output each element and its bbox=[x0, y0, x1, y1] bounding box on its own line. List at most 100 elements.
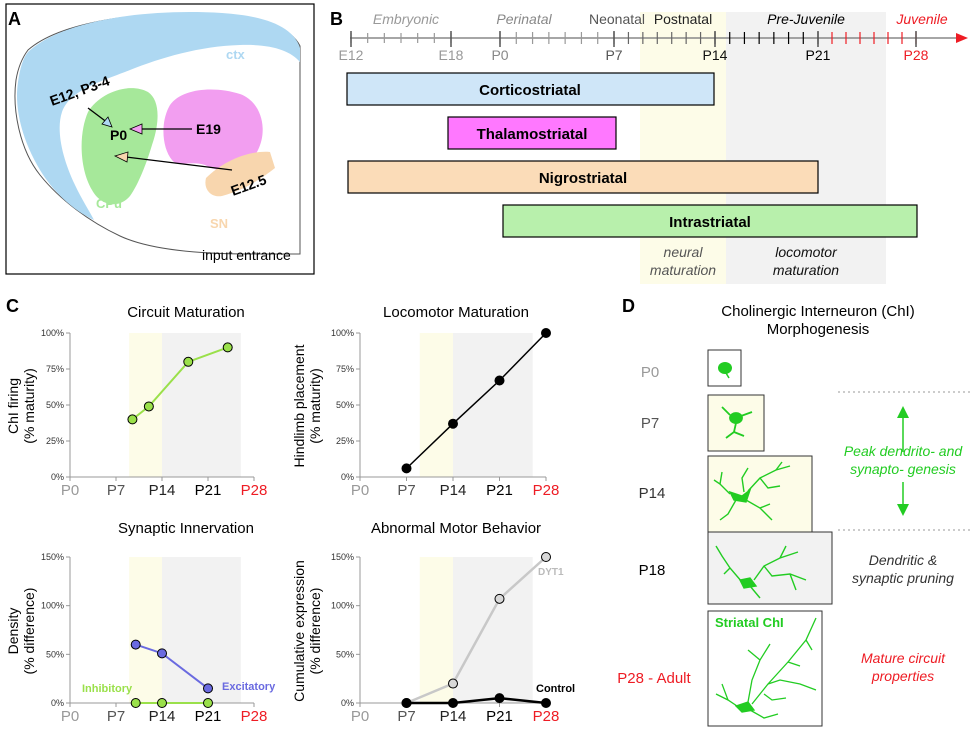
data-point bbox=[130, 639, 141, 650]
pruning-text-1: Dendritic & bbox=[869, 552, 937, 568]
ctx-region bbox=[16, 12, 301, 221]
y-tick-label: 50% bbox=[336, 400, 354, 410]
neuron-p0 bbox=[718, 362, 732, 379]
neural-maturation-1: neural bbox=[664, 244, 704, 260]
tick-p28: P28 bbox=[904, 47, 929, 63]
series-line bbox=[406, 556, 547, 705]
neuron-box-p14 bbox=[707, 455, 813, 539]
data-point bbox=[157, 698, 167, 708]
bar-thalamostriatal bbox=[447, 116, 617, 150]
cpu-label: CPu bbox=[96, 196, 122, 211]
data-point bbox=[448, 678, 458, 689]
prejuvenile-band bbox=[162, 557, 241, 703]
synaptic-title: Synaptic Innervation bbox=[118, 520, 254, 537]
series-line bbox=[405, 332, 547, 469]
series-line bbox=[131, 346, 229, 421]
y-tick-label: 100% bbox=[41, 601, 64, 611]
panel-a: A ctx Th CPu SN E12, P3-4 P0 E19 E12.5 i… bbox=[5, 3, 315, 275]
sn-region bbox=[205, 151, 275, 197]
data-point bbox=[494, 593, 505, 604]
period-embryonic: Embryonic bbox=[373, 11, 439, 27]
data-point bbox=[130, 698, 141, 708]
data-point bbox=[541, 552, 551, 562]
striatal-chi-label: Striatal ChI bbox=[715, 615, 784, 630]
y-tick-label: 0% bbox=[341, 698, 354, 708]
excitatory-label: Excitatory bbox=[222, 681, 276, 693]
data-point bbox=[203, 683, 213, 694]
panel-d-letter: D bbox=[622, 296, 635, 316]
x-tick-label: P7 bbox=[107, 708, 125, 725]
prejuvenile-band bbox=[453, 333, 533, 477]
neural-maturation-2: maturation bbox=[650, 262, 716, 278]
tick-e18: E18 bbox=[439, 47, 464, 63]
panel-b: B Embryonic Perinatal Neonatal Postnatal… bbox=[330, 9, 968, 284]
postnatal-band bbox=[419, 557, 453, 703]
period-juvenile: Juvenile bbox=[895, 11, 948, 27]
period-neonatal: Neonatal bbox=[589, 11, 645, 27]
x-tick-label: P21 bbox=[486, 708, 513, 725]
x-tick-label: P14 bbox=[149, 482, 176, 499]
panel-a-letter: A bbox=[8, 9, 21, 29]
bar-intrastriatal-label: Intrastriatal bbox=[669, 214, 751, 231]
x-tick-label: P28 bbox=[533, 482, 560, 499]
y-tick-label: 50% bbox=[336, 649, 354, 659]
x-tick-label: P14 bbox=[440, 708, 467, 725]
label-p0: P0 bbox=[110, 127, 127, 143]
y-tick-label: 75% bbox=[336, 364, 354, 374]
peak-text-2: synapto- genesis bbox=[850, 461, 956, 477]
y-tick-label: 0% bbox=[51, 472, 64, 482]
data-point bbox=[494, 693, 505, 704]
y-tick-label: 100% bbox=[331, 601, 354, 611]
tick-p21: P21 bbox=[806, 47, 831, 63]
dyt1-label: DYT1 bbox=[538, 567, 564, 578]
input-entrance-caption: input entrance bbox=[202, 247, 291, 263]
timeline-arrowhead bbox=[956, 33, 968, 43]
x-tick-label: P21 bbox=[195, 482, 222, 499]
locomotor-ylabel-2: (% maturity) bbox=[307, 368, 323, 443]
data-point bbox=[401, 463, 412, 474]
arrow-e19-head bbox=[128, 123, 143, 135]
neuron-p18 bbox=[715, 545, 807, 599]
pruning-text-2: synaptic pruning bbox=[852, 570, 954, 586]
panel-d-title-1: Cholinergic Interneuron (ChI) bbox=[721, 303, 914, 320]
arrow-e125 bbox=[125, 156, 233, 171]
x-tick-label: P0 bbox=[61, 482, 79, 499]
bar-intrastriatal bbox=[502, 204, 918, 238]
x-tick-label: P7 bbox=[397, 482, 415, 499]
locomotor-maturation-1: locomotor bbox=[775, 244, 838, 260]
y-tick-label: 50% bbox=[46, 400, 64, 410]
tick-e12: E12 bbox=[339, 47, 364, 63]
x-tick-label: P0 bbox=[61, 708, 79, 725]
x-tick-label: P7 bbox=[397, 708, 415, 725]
inhibitory-label: Inhibitory bbox=[82, 683, 133, 695]
period-prejuvenile: Pre-Juvenile bbox=[767, 11, 845, 27]
neuron-p7 bbox=[721, 406, 753, 439]
tick-p14: P14 bbox=[703, 47, 728, 63]
th-label: Th bbox=[198, 108, 215, 124]
neuron-p14 bbox=[713, 461, 791, 521]
label-e19: E19 bbox=[196, 121, 221, 137]
sn-label: SN bbox=[210, 216, 228, 231]
data-point bbox=[143, 401, 154, 412]
x-tick-label: P14 bbox=[149, 708, 176, 725]
y-tick-label: 150% bbox=[331, 552, 354, 562]
y-tick-label: 50% bbox=[46, 649, 64, 659]
prejuvenile-band bbox=[162, 333, 241, 477]
panel-d-title-2: Morphogenesis bbox=[767, 321, 870, 338]
data-point bbox=[203, 698, 213, 708]
arrow-e12-head bbox=[101, 116, 113, 128]
synaptic-ylabel-1: Density bbox=[5, 608, 21, 655]
y-tick-label: 0% bbox=[341, 472, 354, 482]
data-point bbox=[448, 418, 458, 429]
series-line bbox=[406, 696, 547, 705]
postnatal-band bbox=[129, 557, 162, 703]
circuit-ylabel-1: ChI firing bbox=[5, 378, 21, 434]
circuit-title: Circuit Maturation bbox=[127, 304, 245, 321]
bar-corticostriatal bbox=[346, 72, 715, 106]
panel-c-letter: C bbox=[6, 296, 19, 316]
locomotor-ylabel-1: Hindlimb placement bbox=[291, 344, 307, 467]
x-tick-label: P14 bbox=[440, 482, 467, 499]
postnatal-band bbox=[640, 12, 726, 284]
